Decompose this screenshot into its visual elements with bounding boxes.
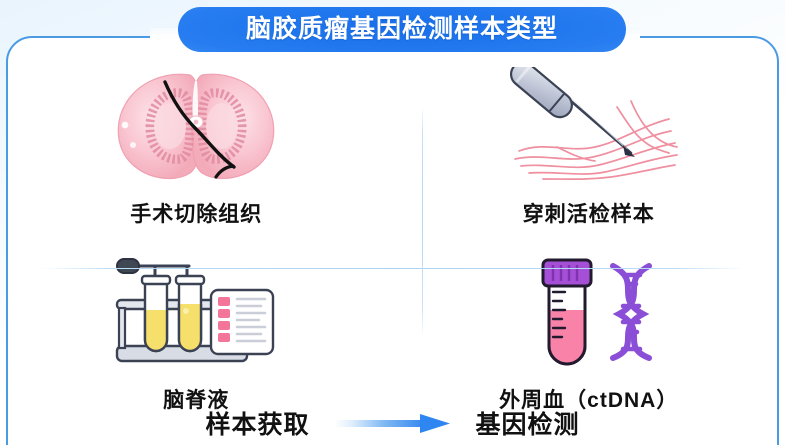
csf-figure (0, 246, 393, 374)
title-banner: 脑胶质瘤基因检测样本类型 (178, 7, 626, 52)
flow-step-gene-testing: 基因检测 (475, 410, 580, 439)
brain-cross-section-histology-icon (117, 73, 275, 180)
sample-label-blood-ctdna: 外周血（ctDNA） (499, 389, 679, 412)
flow-step-sample-collection: 样本获取 (205, 410, 310, 439)
grid-horizontal-divider (40, 268, 745, 269)
sample-label-surgical-tissue: 手术切除组织 (130, 203, 263, 226)
process-flow-row: 样本获取 基因检测 (0, 400, 785, 445)
sample-cell-biopsy[interactable]: 穿刺活检样本 (393, 36, 785, 228)
right-arrow-icon (333, 413, 450, 433)
sample-label-biopsy: 穿刺活检样本 (522, 203, 655, 226)
sample-label-csf: 脑脊液 (163, 389, 230, 412)
sample-cell-surgical-tissue[interactable]: 手术切除组织 (0, 36, 393, 228)
biopsy-needle-icon (509, 67, 678, 181)
sample-cell-blood-ctdna[interactable]: 外周血（ctDNA） (393, 228, 785, 414)
biopsy-figure (393, 62, 785, 190)
sample-type-grid: 手术切除组织 (0, 36, 785, 412)
page-title: 脑胶质瘤基因检测样本类型 (245, 15, 558, 43)
blood-tube-dna-icon (541, 258, 652, 366)
blood-ctdna-figure (393, 246, 785, 374)
surgical-tissue-figure (0, 62, 393, 190)
grid-vertical-divider (422, 106, 423, 336)
sample-cell-csf[interactable]: 脑脊液 (0, 228, 393, 414)
test-tube-rack-icon (116, 258, 275, 363)
